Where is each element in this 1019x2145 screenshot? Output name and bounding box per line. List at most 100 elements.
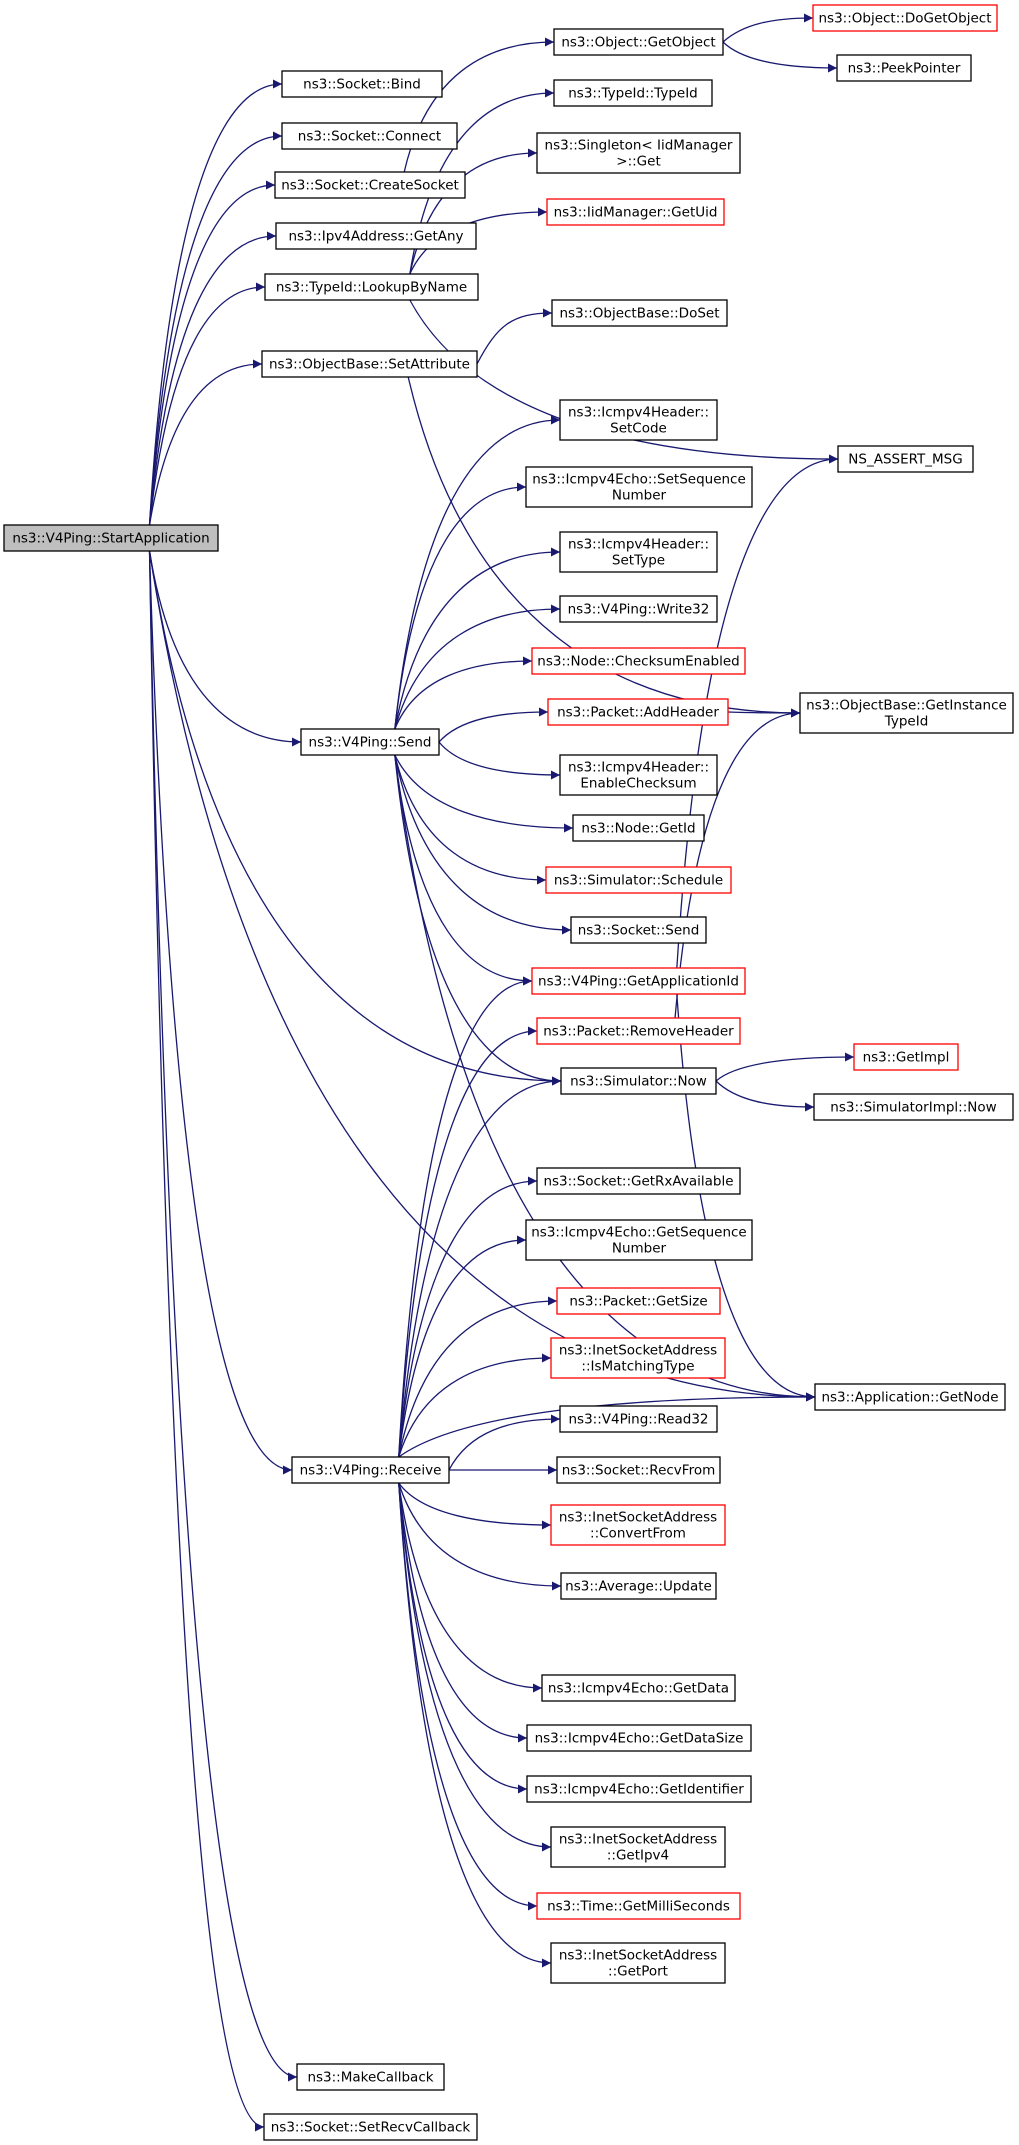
node-bind[interactable]: ns3::Socket::Bind xyxy=(281,70,443,98)
node-peekpointer[interactable]: ns3::PeekPointer xyxy=(836,54,972,82)
node-box xyxy=(559,754,718,796)
node-socksend[interactable]: ns3::Socket::Send xyxy=(570,916,707,944)
node-box xyxy=(559,531,718,573)
node-box xyxy=(836,54,972,82)
node-settype[interactable]: ns3::Icmpv4Header::SetType xyxy=(559,531,718,573)
node-enablechk[interactable]: ns3::Icmpv4Header::EnableChecksum xyxy=(559,754,718,796)
edge-receive-to-getdata xyxy=(398,1482,543,1693)
node-getnode[interactable]: ns3::Application::GetNode xyxy=(814,1383,1006,1411)
edge-send-to-enablechk xyxy=(438,741,561,780)
node-label: ns3::Node::GetId xyxy=(581,821,695,837)
node-getsize[interactable]: ns3::Packet::GetSize xyxy=(556,1287,721,1315)
node-singleton[interactable]: ns3::Singleton< IidManager>::Get xyxy=(536,132,741,174)
node-label: ::IsMatchingType xyxy=(581,1359,694,1375)
node-box xyxy=(553,79,713,107)
node-makecb[interactable]: ns3::MakeCallback xyxy=(296,2063,445,2091)
node-box xyxy=(281,122,458,150)
node-typeid[interactable]: ns3::TypeId::TypeId xyxy=(553,79,713,107)
node-convfrom[interactable]: ns3::InetSocketAddress::ConvertFrom xyxy=(550,1504,726,1546)
node-box xyxy=(274,171,466,199)
node-box xyxy=(526,1724,752,1752)
node-getport[interactable]: ns3::InetSocketAddress::GetPort xyxy=(550,1942,726,1984)
node-label: ns3::Icmpv4Echo::GetSequence xyxy=(531,1225,747,1241)
edge-simnow-to-getimpl xyxy=(715,1052,855,1082)
edge-receive-to-getdatasize xyxy=(398,1482,528,1743)
node-removehdr[interactable]: ns3::Packet::RemoveHeader xyxy=(536,1017,741,1045)
node-box xyxy=(551,299,728,327)
node-connect[interactable]: ns3::Socket::Connect xyxy=(281,122,458,150)
edge-root-to-send xyxy=(148,550,302,747)
node-label: ns3::Application::GetNode xyxy=(821,1390,998,1406)
node-lookup[interactable]: ns3::TypeId::LookupByName xyxy=(264,273,479,301)
node-label: ns3::GetImpl xyxy=(863,1050,950,1066)
node-addheader[interactable]: ns3::Packet::AddHeader xyxy=(547,698,729,726)
node-setcode[interactable]: ns3::Icmpv4Header::SetCode xyxy=(559,399,718,441)
edge-root-to-makecb xyxy=(148,550,298,2082)
edge-getobject-to-dogetobject xyxy=(722,13,814,43)
edge-root-to-lookup xyxy=(148,282,266,526)
edge-send-to-schedule xyxy=(394,754,547,885)
node-implnow[interactable]: ns3::SimulatorImpl::Now xyxy=(813,1093,1014,1121)
node-getuid[interactable]: ns3::IidManager::GetUid xyxy=(546,198,725,226)
node-rxavail[interactable]: ns3::Socket::GetRxAvailable xyxy=(536,1167,741,1195)
node-assert[interactable]: NS_ASSERT_MSG xyxy=(837,445,974,473)
node-label: ns3::Simulator::Now xyxy=(570,1074,707,1090)
node-label: ns3::Socket::Send xyxy=(578,923,700,939)
node-label: ns3::Socket::Connect xyxy=(298,129,441,145)
node-label: ::ConvertFrom xyxy=(590,1526,686,1542)
node-getany[interactable]: ns3::Ipv4Address::GetAny xyxy=(275,222,477,250)
edge-send-to-write32 xyxy=(394,604,561,730)
node-send[interactable]: ns3::V4Ping::Send xyxy=(300,728,440,756)
edge-receive-to-ismatch xyxy=(398,1353,552,1458)
node-setrecvcb[interactable]: ns3::Socket::SetRecvCallback xyxy=(263,2113,478,2141)
node-simnow[interactable]: ns3::Simulator::Now xyxy=(560,1067,717,1095)
node-avgupdate[interactable]: ns3::Average::Update xyxy=(560,1572,717,1600)
node-recvfrom[interactable]: ns3::Socket::RecvFrom xyxy=(556,1456,721,1484)
node-getimpl[interactable]: ns3::GetImpl xyxy=(853,1043,959,1071)
node-label: ns3::V4Ping::Write32 xyxy=(568,602,710,618)
node-createsocket[interactable]: ns3::Socket::CreateSocket xyxy=(274,171,466,199)
node-box xyxy=(814,1383,1006,1411)
node-label: EnableChecksum xyxy=(580,776,696,792)
node-box xyxy=(799,692,1014,734)
node-box xyxy=(546,198,725,226)
node-nodegetid[interactable]: ns3::Node::GetId xyxy=(572,814,705,842)
node-read32[interactable]: ns3::V4Ping::Read32 xyxy=(559,1405,718,1433)
node-getident[interactable]: ns3::Icmpv4Echo::GetIdentifier xyxy=(526,1775,752,1803)
node-root[interactable]: ns3::V4Ping::StartApplication xyxy=(3,524,219,552)
node-checksum[interactable]: ns3::Node::ChecksumEnabled xyxy=(531,647,746,675)
node-doset[interactable]: ns3::ObjectBase::DoSet xyxy=(551,299,728,327)
node-label: ns3::SimulatorImpl::Now xyxy=(830,1100,996,1116)
node-box xyxy=(275,222,477,250)
node-write32[interactable]: ns3::V4Ping::Write32 xyxy=(559,595,718,623)
node-box xyxy=(296,2063,445,2091)
node-label: ns3::TypeId::LookupByName xyxy=(276,280,467,296)
node-box xyxy=(553,28,724,56)
node-label: ns3::Icmpv4Echo::GetDataSize xyxy=(535,1731,744,1747)
node-box xyxy=(570,916,707,944)
node-schedule[interactable]: ns3::Simulator::Schedule xyxy=(545,866,732,894)
node-getappid[interactable]: ns3::V4Ping::GetApplicationId xyxy=(531,967,746,995)
node-getipv4[interactable]: ns3::InetSocketAddress::GetIpv4 xyxy=(550,1826,726,1868)
node-label: ns3::Icmpv4Header:: xyxy=(568,760,709,776)
edge-send-to-nodegetid xyxy=(394,754,574,833)
node-label: ns3::Packet::AddHeader xyxy=(557,705,719,721)
node-receive[interactable]: ns3::V4Ping::Receive xyxy=(291,1456,450,1484)
edge-receive-to-avgupdate xyxy=(398,1482,562,1591)
node-dogetobject[interactable]: ns3::Object::DoGetObject xyxy=(812,4,998,32)
node-box xyxy=(531,967,746,995)
node-getobject[interactable]: ns3::Object::GetObject xyxy=(553,28,724,56)
node-getms[interactable]: ns3::Time::GetMilliSeconds xyxy=(536,1892,741,1920)
node-ismatch[interactable]: ns3::InetSocketAddress::IsMatchingType xyxy=(550,1337,726,1379)
edge-root-to-getnode xyxy=(148,550,816,1402)
node-label: ns3::Icmpv4Header:: xyxy=(568,405,709,421)
node-box xyxy=(536,1167,741,1195)
node-getdatasize[interactable]: ns3::Icmpv4Echo::GetDataSize xyxy=(526,1724,752,1752)
node-box xyxy=(531,647,746,675)
node-getdata[interactable]: ns3::Icmpv4Echo::GetData xyxy=(541,1674,736,1702)
node-label: ::GetIpv4 xyxy=(607,1848,669,1864)
node-setattr[interactable]: ns3::ObjectBase::SetAttribute xyxy=(261,350,478,378)
